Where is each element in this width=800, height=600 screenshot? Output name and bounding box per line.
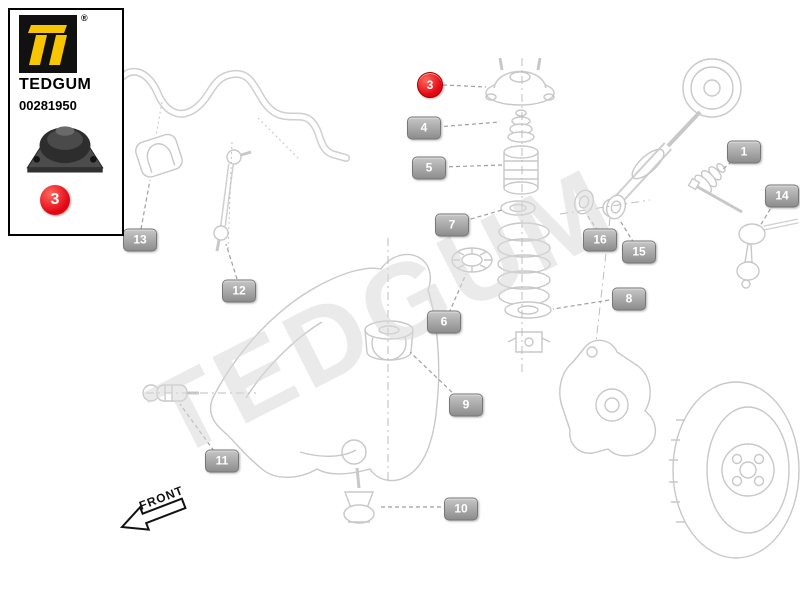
callout-badge-9: 9: [449, 393, 483, 417]
part-number: 00281950: [19, 98, 77, 113]
leader-lines: [140, 84, 775, 508]
wheel: [669, 381, 800, 559]
callout-badge-15: 15: [622, 240, 656, 264]
control-arm: [209, 253, 440, 482]
front-arrow: FRONT: [119, 483, 187, 531]
callout-badge-10: 10: [444, 497, 478, 521]
tedgum-logo-icon: [19, 15, 77, 73]
lower-spring-seat: [504, 301, 552, 319]
callout-badge-14: 14: [765, 184, 799, 208]
steering-knuckle: [559, 339, 656, 457]
bolt: [687, 177, 743, 214]
callout-badge-4: 4: [407, 116, 441, 140]
bump-stop: [507, 109, 535, 143]
strut-assembly: [602, 58, 742, 218]
strut-bushing-16: [573, 189, 595, 215]
callout-badge-16: 16: [583, 228, 617, 252]
callout-badge-13: 13: [123, 228, 157, 252]
registered-mark: ®: [81, 13, 88, 23]
dotted-guides: [155, 101, 301, 253]
upper-spring-seat: [500, 200, 536, 216]
product-photo: [26, 126, 104, 173]
panel-badge-number: 3: [50, 191, 60, 208]
spring-bracket: [507, 331, 551, 353]
callout-badge-5: 5: [412, 156, 446, 180]
tie-rod-end: [736, 218, 799, 289]
callout-badge-7: 7: [435, 213, 469, 237]
strut-mount: [485, 57, 555, 106]
strut-bushing-15: [605, 194, 627, 220]
sway-bar: [114, 67, 350, 162]
callout-badge-12: 12: [222, 279, 256, 303]
dust-boot: [503, 145, 539, 195]
callout-badge-1: 1: [727, 140, 761, 164]
panel-highlight-badge: 3: [40, 185, 70, 215]
part-info-panel: ® TEDGUM 00281950 3: [8, 8, 124, 236]
ball-joint: [343, 467, 375, 524]
small-bellows: [694, 163, 726, 194]
coil-spring: [497, 222, 551, 306]
strut-bearing: [451, 247, 493, 273]
brand-name: TEDGUM: [19, 76, 92, 93]
stabilizer-link: [213, 149, 252, 252]
arm-bushing: [364, 320, 414, 361]
callout-badge-3: 3: [417, 72, 443, 98]
callout-badge-11: 11: [205, 449, 239, 473]
callout-badge-6: 6: [427, 310, 461, 334]
callout-badge-8: 8: [612, 287, 646, 311]
sway-bar-bushing: [135, 133, 183, 178]
